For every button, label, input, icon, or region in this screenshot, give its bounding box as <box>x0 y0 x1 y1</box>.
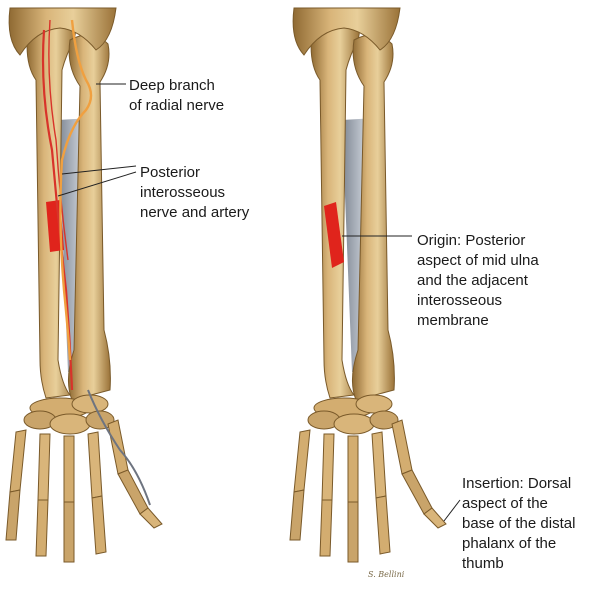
label-deep-branch: Deep branch of radial nerve <box>129 76 224 116</box>
label-origin: Origin: Posterior aspect of mid ulna and… <box>417 231 539 331</box>
label-line: interosseous <box>417 292 503 309</box>
leader-line-posterior-nerve <box>61 165 137 175</box>
label-line: thumb <box>462 555 504 572</box>
label-line: and the adjacent <box>417 272 528 289</box>
label-line: Posterior <box>140 164 201 181</box>
label-line: Origin: Posterior <box>417 232 526 249</box>
leader-line-insertion <box>443 499 461 522</box>
label-line: Deep branch <box>129 77 215 94</box>
label-posterior-interosseous: Posterior interosseous nerve and artery <box>140 163 249 223</box>
label-line: base of the distal <box>462 515 576 532</box>
label-line: membrane <box>417 312 489 329</box>
label-line: of radial nerve <box>129 97 225 114</box>
label-line: nerve and artery <box>140 204 250 221</box>
artist-signature: S. Bellini <box>368 570 405 579</box>
label-insertion: Insertion: Dorsal aspect of the base of … <box>462 474 575 574</box>
leader-line-posterior-artery <box>57 171 137 197</box>
label-line: Insertion: Dorsal <box>462 475 572 492</box>
label-line: interosseous <box>140 184 226 201</box>
label-line: phalanx of the <box>462 535 557 552</box>
label-line: aspect of mid ulna <box>417 252 539 269</box>
label-line: aspect of the <box>462 495 548 512</box>
origin-region <box>324 202 344 268</box>
